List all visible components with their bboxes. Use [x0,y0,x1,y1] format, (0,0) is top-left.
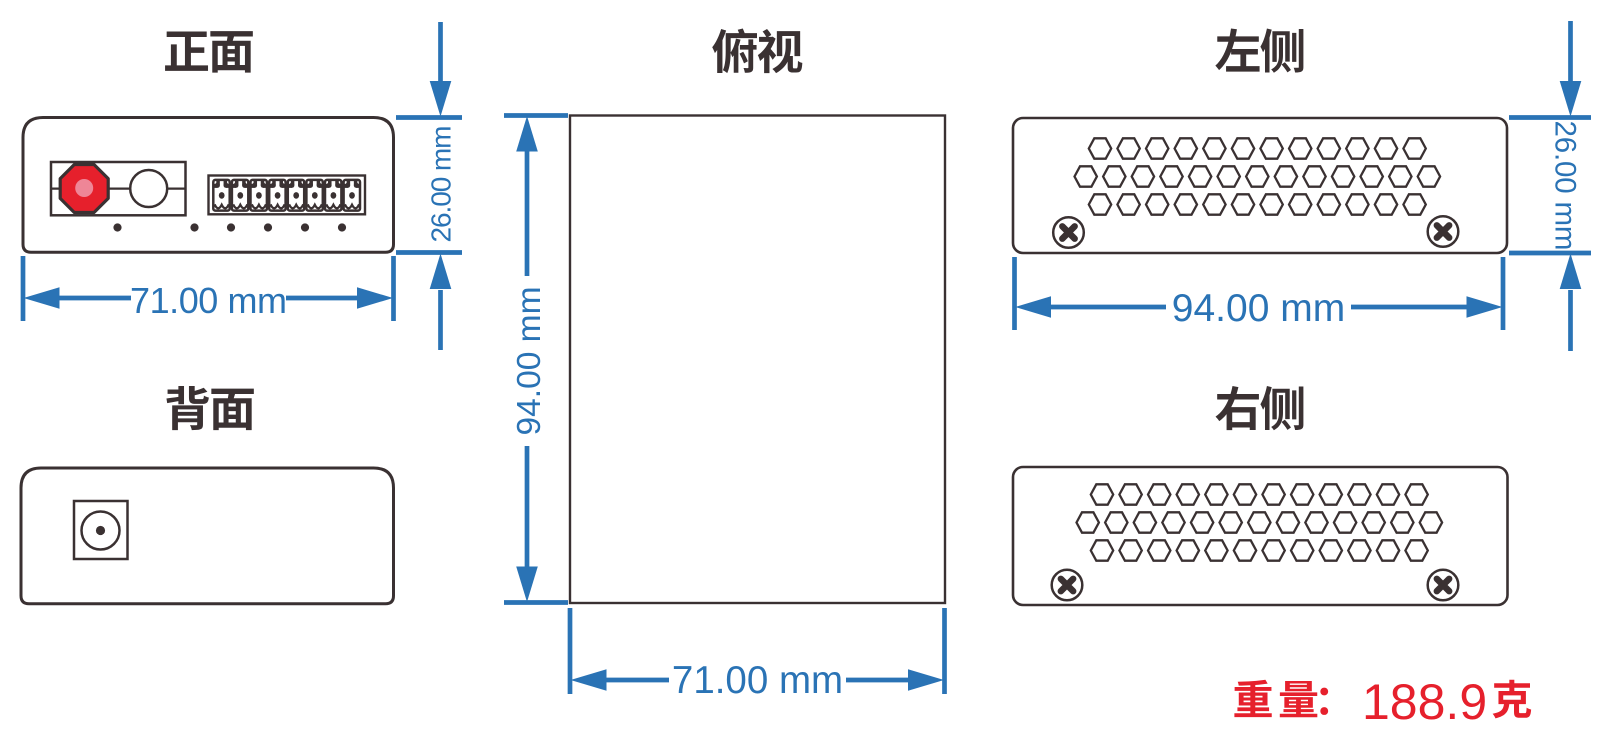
svg-text:94.00 mm: 94.00 mm [511,287,548,436]
svg-text:94.00 mm: 94.00 mm [1172,287,1345,330]
svg-text:71.00 mm: 71.00 mm [672,659,843,702]
svg-text:71.00 mm: 71.00 mm [130,280,287,321]
svg-text:188.9: 188.9 [1362,674,1487,730]
svg-text:26.00 mm: 26.00 mm [1549,121,1582,251]
svg-text:26.00 mm: 26.00 mm [426,126,457,243]
